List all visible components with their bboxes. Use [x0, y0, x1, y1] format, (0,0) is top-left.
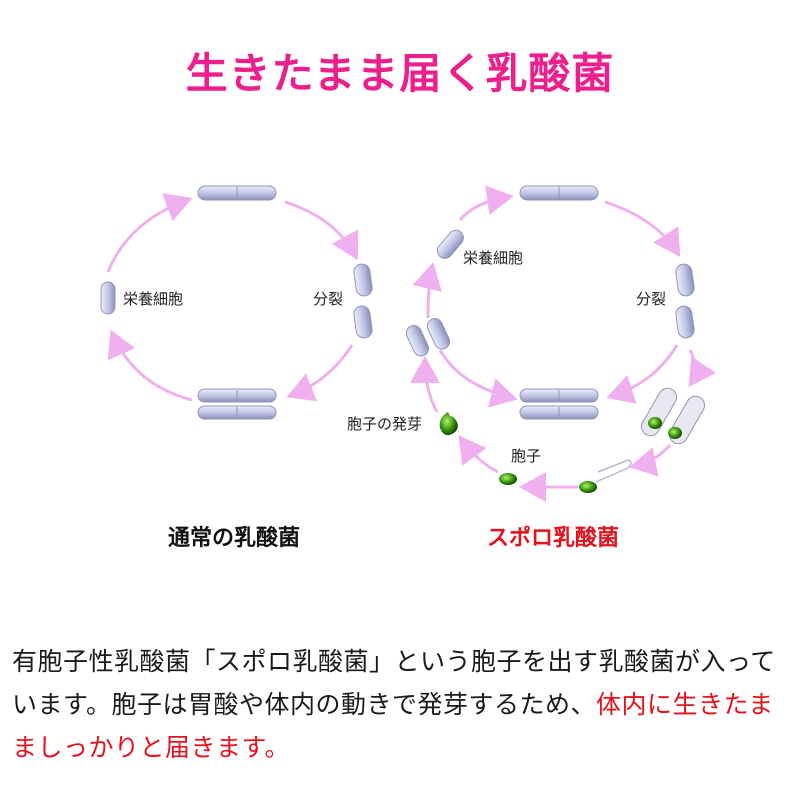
- bacterium-cell-dividing-top-right: [675, 263, 695, 297]
- label-vegetative-cell-left: 栄養細胞: [123, 290, 183, 308]
- germinating-spore: [439, 412, 458, 436]
- caption-sporo-lactobacillus: スポロ乳酸菌: [487, 525, 620, 551]
- arrow-spore-to-germination: [458, 435, 499, 474]
- arrow-germination-to-cells: [410, 356, 441, 413]
- arrow-sporulation-to-release: [629, 444, 672, 477]
- normal-lactobacillus-cycle: 栄養細胞 分裂: [100, 185, 373, 420]
- arrow-top-to-division-right: [604, 200, 681, 258]
- arrow-loop-to-bottom-right: [438, 349, 518, 408]
- description-paragraph: 有胞子性乳酸菌「スポロ乳酸菌」という胞子を出す乳酸菌が入っています。胞子は胃酸や…: [12, 640, 792, 769]
- germinated-cell-pair: [405, 318, 451, 357]
- bacterium-cell-top-right: [519, 185, 599, 201]
- arrow-division-to-sporulation: [688, 349, 717, 387]
- bacterium-cell-dividing-top: [353, 263, 373, 297]
- arrow-vegetative-to-top-right: [458, 185, 514, 221]
- label-vegetative-cell-right: 栄養細胞: [463, 249, 523, 267]
- label-spore: 胞子: [511, 447, 541, 465]
- arrow-division-to-bottom: [286, 344, 354, 402]
- arrow-cells-to-vegetative: [412, 262, 442, 319]
- bacterium-cell-bottom-pair-right: [519, 388, 599, 420]
- description-text: 有胞子性乳酸菌「スポロ乳酸菌」という胞子を出す乳酸菌が入っています。胞子は胃酸や…: [12, 647, 776, 719]
- label-division-left: 分裂: [313, 290, 343, 308]
- bacterium-cell-vegetative-right: [436, 229, 464, 259]
- label-division-right: 分裂: [636, 290, 666, 308]
- spore-release: [579, 459, 632, 493]
- bacterium-cell-vegetative: [100, 281, 116, 315]
- caption-normal-lactobacillus: 通常の乳酸菌: [168, 525, 301, 551]
- arrow-division-to-bottom-right: [606, 344, 679, 404]
- description-highlight: 体内に生きたまましっかりと届きます。: [12, 690, 774, 762]
- bacterium-cell-dividing-bottom: [353, 305, 373, 339]
- arrow-bottom-to-vegetative: [107, 329, 193, 402]
- page-title: 生きたまま届く乳酸菌: [185, 49, 615, 98]
- lactobacillus-life-cycle-diagram: 栄養細胞 分裂: [100, 185, 717, 502]
- sporulating-cells: [641, 387, 705, 445]
- spore: [499, 473, 517, 485]
- bacterium-cell-bottom-pair: [197, 388, 277, 420]
- sporo-lactobacillus-cycle: 栄養細胞 分裂 胞子の発芽 胞子: [347, 185, 717, 502]
- bacterium-cell-dividing-bottom-right: [675, 305, 695, 339]
- label-spore-germination: 胞子の発芽: [347, 415, 422, 433]
- arrow-top-to-division: [284, 200, 359, 261]
- bacterium-cell-top: [197, 185, 277, 201]
- arrow-vegetative-to-top: [106, 193, 193, 273]
